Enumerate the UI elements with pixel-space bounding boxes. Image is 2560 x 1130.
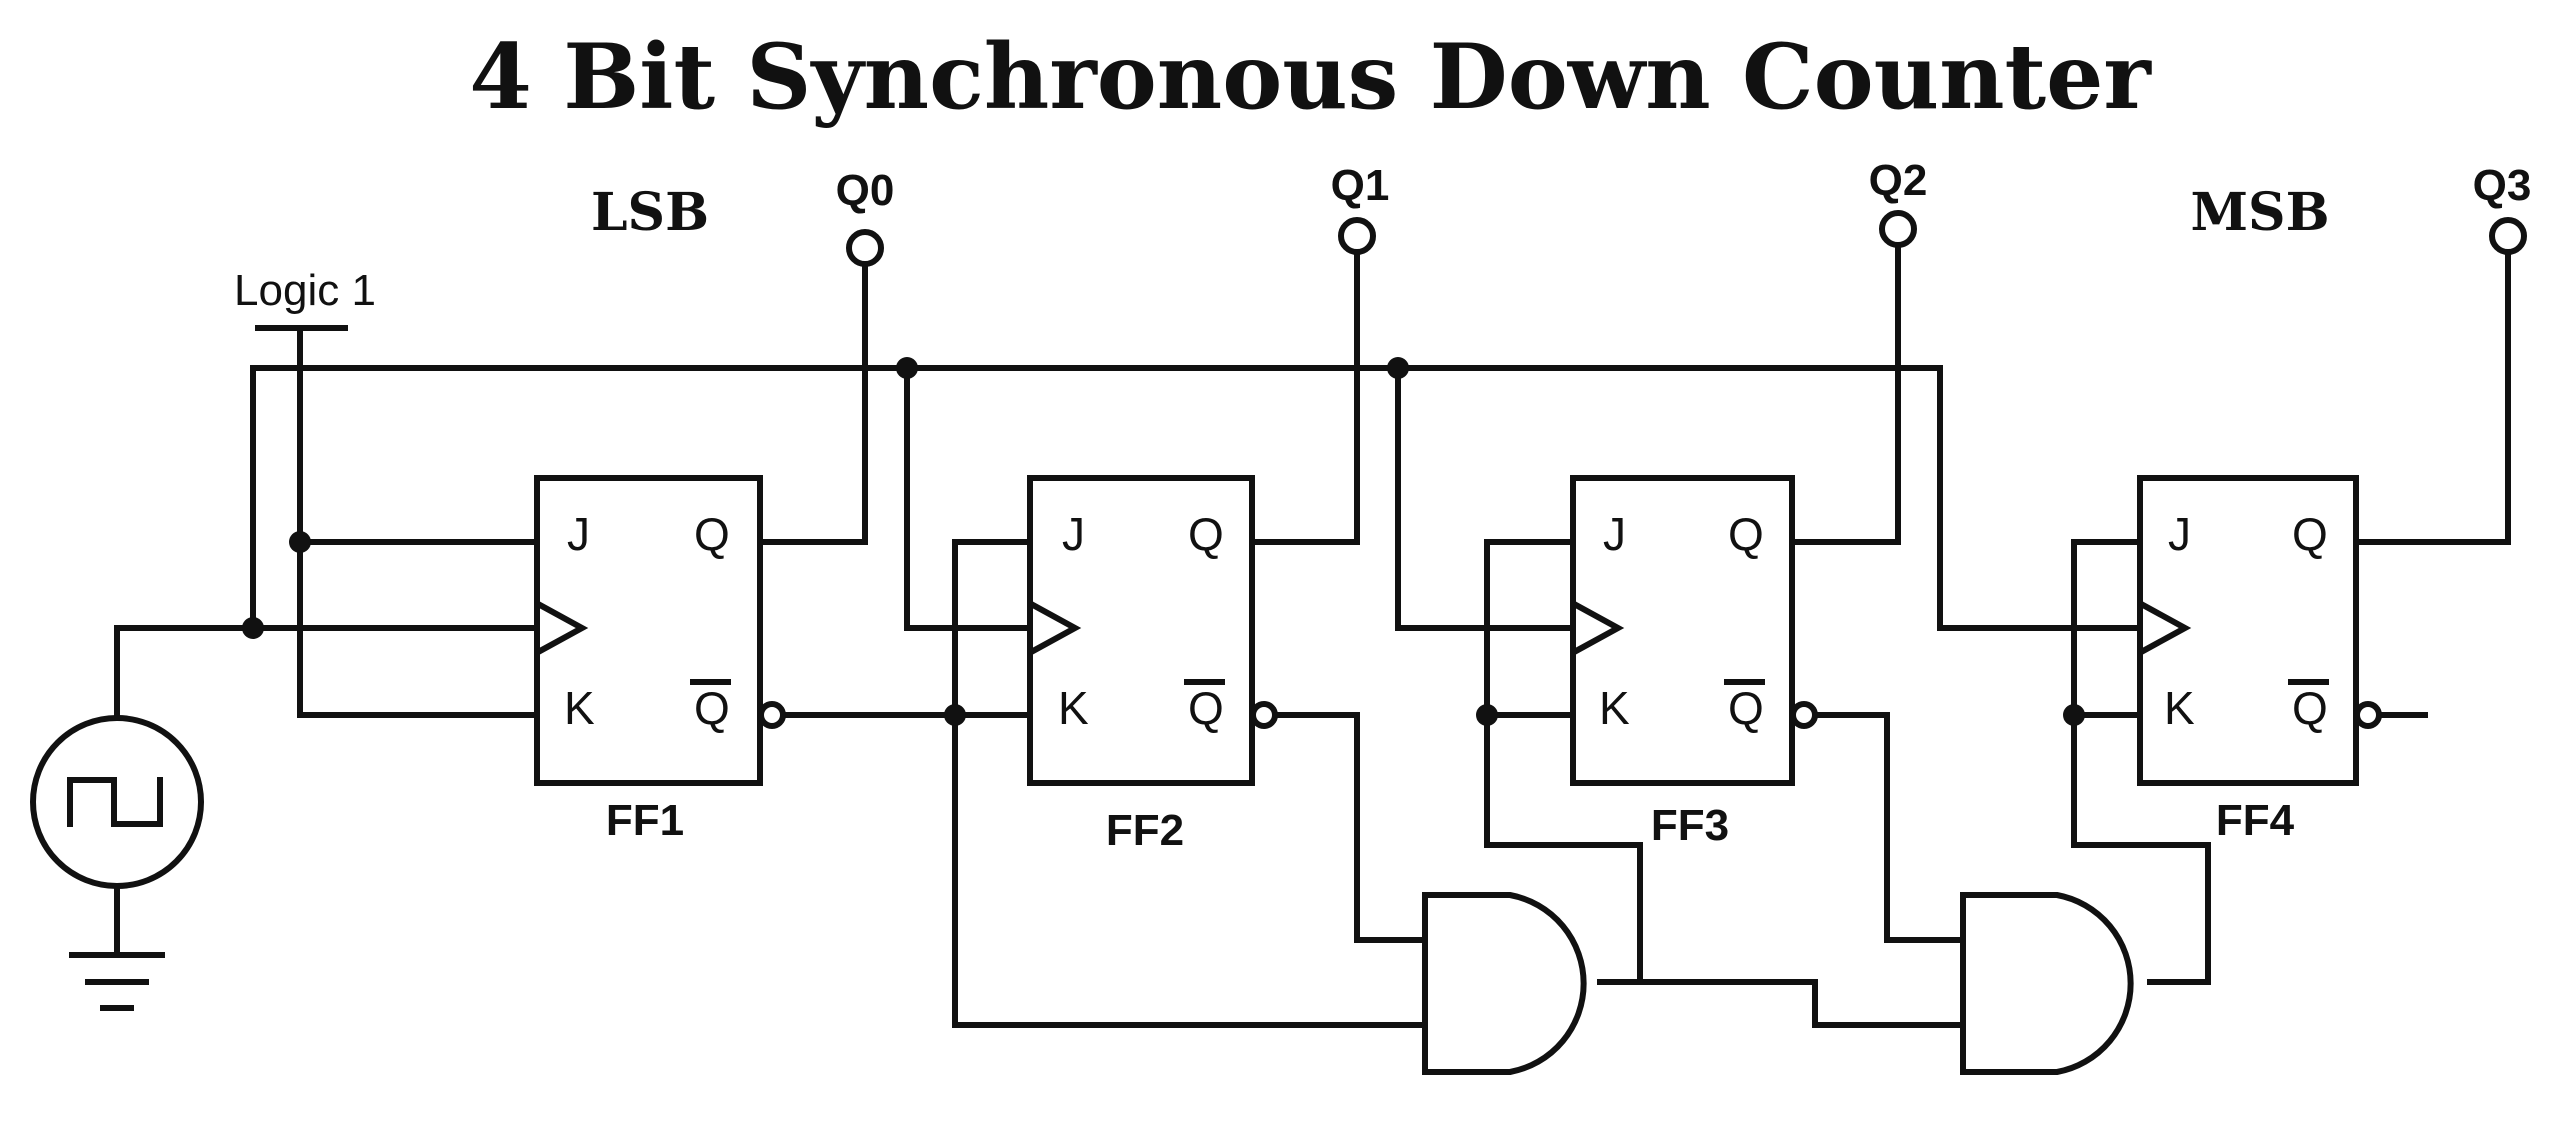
output-wires — [757, 242, 2511, 545]
ff4-pin-j: J — [2168, 508, 2191, 560]
ff4-pin-qbar: Q — [2292, 682, 2328, 734]
msb-label: MSB — [2190, 182, 2329, 243]
ff3-pin-q: Q — [1728, 508, 1764, 560]
logic1-supply — [255, 325, 348, 718]
ff1-pin-qbar: Q — [694, 682, 730, 734]
ff2-pin-qbar: Q — [1188, 682, 1224, 734]
output-terminal-q2 — [1879, 210, 1917, 248]
ff2-label: FF2 — [1106, 806, 1184, 855]
ff3-label: FF3 — [1651, 801, 1729, 850]
junction-dots — [242, 357, 2085, 726]
flipflop-ff3: J K Q Q — [1570, 475, 1818, 786]
output-label-q0: Q0 — [836, 166, 895, 215]
ff4-pin-k: K — [2164, 682, 2195, 734]
clock-bus — [114, 365, 2143, 721]
flipflop-ff1: J K Q Q — [534, 475, 786, 786]
ff1-pin-q: Q — [694, 508, 730, 560]
ff2-pin-q: Q — [1188, 508, 1224, 560]
ff2-pin-k: K — [1058, 682, 1089, 734]
ff4-label: FF4 — [2216, 796, 2295, 845]
flipflop-ff4: J K Q Q — [2137, 475, 2382, 786]
ff1-label: FF1 — [606, 796, 684, 845]
ff1-pin-j: J — [567, 508, 590, 560]
ff1-jk-wires — [297, 539, 540, 718]
ff3-jk-wires — [1484, 539, 1966, 1028]
clock-source — [30, 715, 204, 889]
ff3-pin-k: K — [1599, 682, 1630, 734]
output-label-q1: Q1 — [1331, 161, 1390, 210]
logic1-label: Logic 1 — [234, 266, 376, 315]
diagram-title: 4 Bit Synchronous Down Counter — [469, 24, 2152, 130]
lsb-label: LSB — [591, 182, 709, 243]
ff3-pin-qbar: Q — [1728, 682, 1764, 734]
ff3-pin-j: J — [1603, 508, 1626, 560]
output-terminal-q0 — [846, 229, 884, 267]
and-gate-1 — [1422, 892, 1587, 1075]
ff3-qbar-wire — [1813, 712, 1966, 943]
ff2-qbar-wire — [1273, 712, 1428, 943]
ff1-pin-k: K — [564, 682, 595, 734]
output-label-q3: Q3 — [2473, 161, 2532, 210]
ff1-qbar-wires — [781, 539, 1428, 1028]
output-label-q2: Q2 — [1869, 156, 1928, 205]
and-gate-2 — [1960, 892, 2134, 1075]
output-terminal-q1 — [1338, 217, 1376, 255]
output-terminal-q3 — [2489, 217, 2527, 255]
flipflop-ff2: J K Q Q — [1027, 475, 1278, 786]
ff4-pin-q: Q — [2292, 508, 2328, 560]
ground-icon — [69, 883, 165, 1011]
ff2-pin-j: J — [1062, 508, 1085, 560]
